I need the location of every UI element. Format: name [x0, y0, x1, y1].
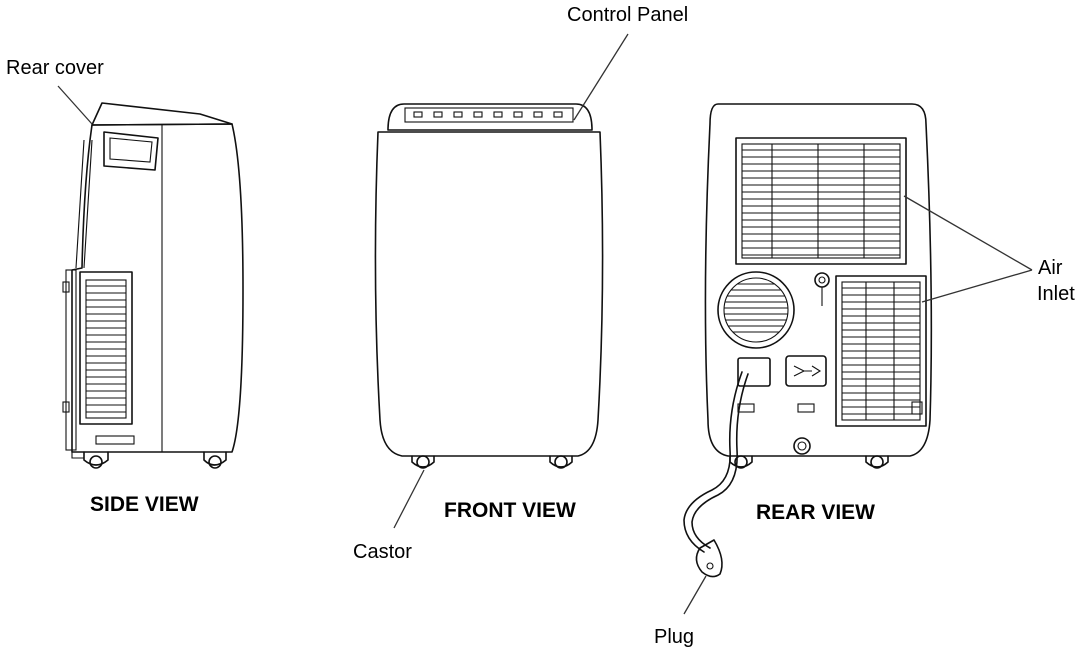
rear-cover-label: Rear cover [6, 57, 104, 79]
leader-lines [57, 33, 1033, 615]
control-panel-button [493, 111, 503, 118]
side-view-drawing [62, 102, 244, 469]
rear-view-drawing [683, 103, 933, 578]
control-panel-button [433, 111, 443, 118]
control-panel-button [473, 111, 483, 118]
control-panel-button [553, 111, 563, 118]
air-inlet-label-line2: Inlet [1037, 283, 1075, 305]
plug-label: Plug [654, 626, 694, 648]
rear-view-caption: REAR VIEW [756, 501, 875, 524]
control-panel-button [513, 111, 523, 118]
control-panel-button [413, 111, 423, 118]
control-panel-button [453, 111, 463, 118]
control-panel-label: Control Panel [567, 4, 688, 26]
side-view-caption: SIDE VIEW [90, 493, 199, 516]
air-inlet-label-line1: Air [1038, 257, 1063, 279]
front-view-caption: FRONT VIEW [444, 499, 576, 522]
castor-label: Castor [353, 541, 412, 563]
front-view-drawing [374, 103, 604, 469]
control-panel-button [533, 111, 543, 118]
